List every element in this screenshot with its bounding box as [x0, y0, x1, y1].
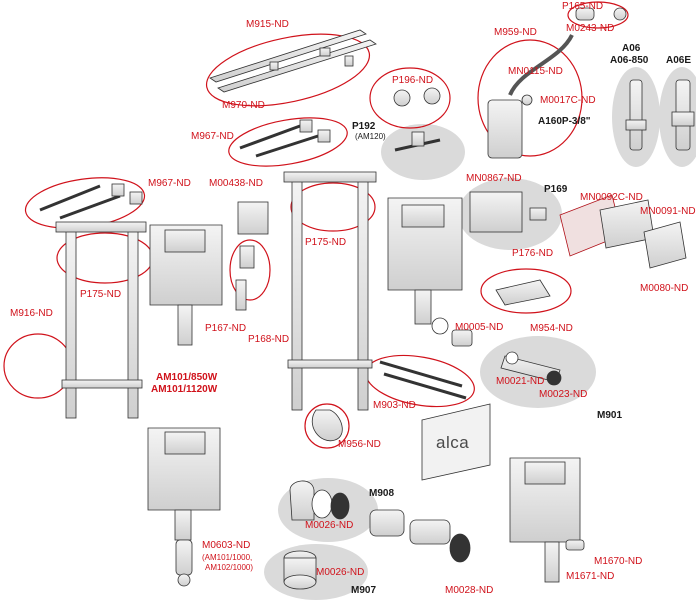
label-mn0867: MN0867-ND [466, 173, 522, 184]
label-p165: P165-ND [562, 1, 604, 12]
label-am120: (AM120) [355, 132, 386, 141]
label-m0017c: M0017C-ND [540, 95, 596, 106]
label-a06e: A06E [666, 55, 692, 66]
label-m00438: M00438-ND [209, 178, 263, 189]
label-m0603: M0603-ND [202, 540, 251, 551]
label-am101-1000: (AM101/1000, [202, 553, 253, 562]
label-m915: M915-ND [246, 19, 289, 30]
label-m0243: M0243-ND [566, 23, 615, 34]
label-m0005: M0005-ND [455, 322, 504, 333]
label-m0028: M0028-ND [445, 585, 494, 596]
label-p176: P176-ND [512, 248, 554, 259]
label-p175-mid: P175-ND [305, 237, 347, 248]
label-m959: M959-ND [494, 27, 537, 38]
label-mn0092c: MN0092C-ND [580, 192, 643, 203]
label-a160p: A160P-3/8" [538, 116, 591, 127]
label-p175-left: P175-ND [80, 289, 122, 300]
label-m903: M903-ND [373, 400, 416, 411]
label-m1671: M1671-ND [566, 571, 615, 582]
label-am102-1000: AM102/1000) [205, 563, 254, 572]
label-m970: M970-ND [222, 100, 265, 111]
label-am101-1120w: AM101/1120W [151, 384, 218, 395]
label-m0023: M0023-ND [539, 389, 588, 400]
label-p196: P196-ND [392, 75, 434, 86]
parts [39, 7, 695, 590]
label-m956: M956-ND [338, 439, 381, 450]
label-m908: M908 [369, 488, 395, 499]
label-p168: P168-ND [248, 334, 290, 345]
label-m901: M901 [597, 410, 623, 421]
label-m954: M954-ND [530, 323, 573, 334]
red-group-ellipses [3, 1, 629, 449]
label-m0026-bottom: M0026-ND [316, 567, 365, 578]
brand-logo-text: alca [436, 433, 470, 452]
label-p167: P167-ND [205, 323, 247, 334]
label-m967-left: M967-ND [148, 178, 191, 189]
label-p169: P169 [544, 184, 568, 195]
label-m0080: M0080-ND [640, 283, 689, 294]
label-a06-850: A06-850 [610, 55, 649, 66]
label-p192: P192 [352, 121, 376, 132]
label-m1670: M1670-ND [594, 556, 643, 567]
label-m0021: M0021-ND [496, 376, 545, 387]
label-am101-850w: AM101/850W [156, 372, 218, 383]
label-a06: A06 [622, 43, 641, 54]
label-mn0091: MN0091-ND [640, 206, 696, 217]
label-mn0115: MN0115-ND [508, 66, 563, 77]
label-m0026-top: M0026-ND [305, 520, 354, 531]
label-m916: M916-ND [10, 308, 53, 319]
label-m967-top: M967-ND [191, 131, 234, 142]
label-m907: M907 [351, 585, 377, 596]
